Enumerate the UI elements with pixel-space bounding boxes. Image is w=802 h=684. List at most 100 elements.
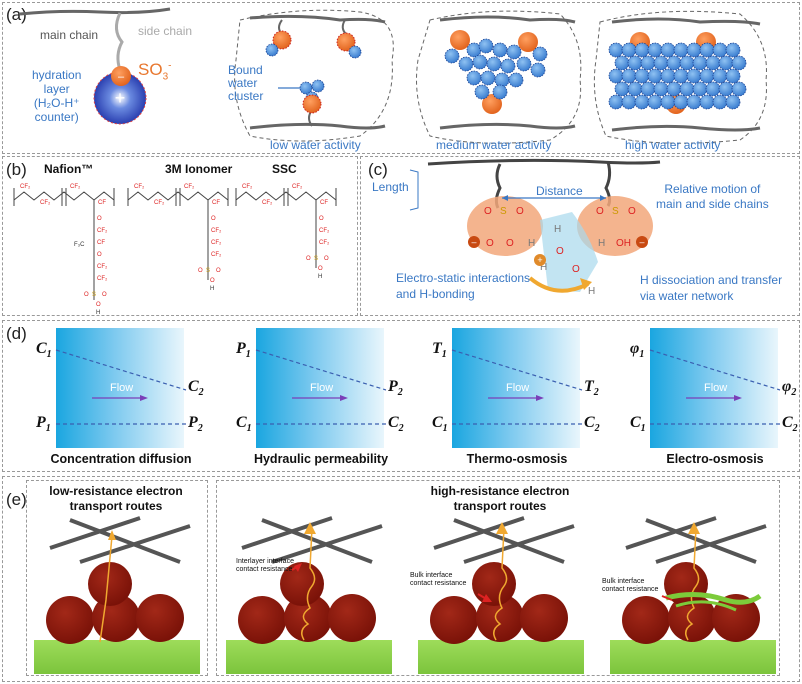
top-right-symbol: C2 — [188, 378, 204, 399]
svg-text:CF₂: CF₂ — [20, 184, 31, 190]
svg-text:H: H — [96, 310, 100, 316]
svg-text:O: O — [216, 268, 221, 274]
svg-text:CF₂: CF₂ — [97, 264, 108, 270]
svg-text:–: – — [118, 71, 125, 83]
svg-text:S: S — [206, 268, 210, 274]
svg-text:O: O — [84, 292, 89, 298]
high-resistance-box — [216, 480, 780, 676]
svg-text:–: – — [639, 237, 644, 247]
svg-text:O: O — [97, 252, 102, 258]
top-right-symbol: P2 — [388, 378, 403, 399]
svg-text:CF₂: CF₂ — [70, 184, 81, 190]
svg-text:CF₂: CF₂ — [211, 252, 222, 258]
svg-text:CF: CF — [212, 200, 220, 206]
svg-text:CF₂: CF₂ — [319, 240, 330, 246]
panel-d — [2, 320, 800, 472]
main-chain-label: main chain — [40, 28, 99, 42]
distance-label: Distance — [536, 184, 583, 198]
panel-b — [2, 156, 358, 316]
flow-label: Flow — [506, 382, 530, 394]
top-left-symbol: C1 — [36, 340, 52, 361]
svg-text:CF₂: CF₂ — [262, 200, 273, 206]
mechanism-caption: Hydraulic permeability — [253, 452, 389, 466]
bottom-right-symbol: P2 — [188, 414, 203, 435]
mechanism-caption: Electro-osmosis — [666, 452, 764, 466]
high-water-activity-label: high water activity — [625, 138, 721, 152]
svg-text:O: O — [210, 278, 215, 284]
svg-text:O: O — [516, 206, 524, 217]
gradient-box — [56, 328, 184, 448]
panel-e — [2, 476, 800, 682]
flow-label: Flow — [310, 382, 334, 394]
svg-text:O: O — [306, 256, 311, 262]
svg-text:CF₂: CF₂ — [184, 184, 195, 190]
bottom-left-symbol: C1 — [432, 414, 448, 435]
top-right-symbol: T2 — [584, 378, 599, 399]
panel-c — [360, 156, 800, 316]
svg-text:O: O — [324, 256, 329, 262]
top-left-symbol: T1 — [432, 340, 447, 361]
svg-text:O: O — [211, 216, 216, 222]
svg-text:CF₂: CF₂ — [97, 276, 108, 282]
svg-text:O: O — [596, 206, 604, 217]
svg-text:H: H — [528, 238, 535, 249]
svg-text:H: H — [318, 274, 322, 280]
bottom-right-symbol: C2 — [782, 414, 798, 435]
nafion-label: Nafion™ — [44, 162, 94, 176]
svg-text:H: H — [554, 224, 561, 235]
svg-text:O: O — [198, 268, 203, 274]
svg-text:CF: CF — [98, 200, 106, 206]
svg-text:S: S — [314, 256, 318, 262]
svg-text:O: O — [97, 216, 102, 222]
side-chain-label: side chain — [138, 24, 193, 38]
panel-c-label: (c) — [368, 160, 388, 179]
svg-text:O: O — [319, 216, 324, 222]
svg-text:CF₂: CF₂ — [40, 200, 51, 206]
mechanism-caption: Concentration diffusion — [50, 452, 192, 466]
flow-label: Flow — [704, 382, 728, 394]
top-left-symbol: P1 — [236, 340, 251, 361]
svg-text:O: O — [506, 238, 514, 249]
bottom-right-symbol: C2 — [584, 414, 600, 435]
svg-text:CF₂: CF₂ — [154, 200, 165, 206]
svg-text:S: S — [92, 292, 96, 298]
svg-text:+: + — [115, 88, 126, 108]
svg-text:O: O — [628, 206, 636, 217]
medium-water-activity-label: medium water activity — [436, 138, 552, 152]
so3-label: SO3- — [138, 60, 172, 83]
svg-text:CF₂: CF₂ — [292, 184, 303, 190]
gradient-box — [256, 328, 384, 448]
svg-text:H: H — [540, 262, 547, 273]
svg-text:S: S — [612, 206, 619, 217]
gradient-box — [452, 328, 580, 448]
svg-text:O: O — [102, 292, 107, 298]
length-label: Length — [372, 180, 409, 194]
svg-text:–: – — [471, 237, 476, 247]
svg-text:O: O — [96, 302, 101, 308]
substrate — [34, 640, 200, 674]
svg-text:CF₂: CF₂ — [97, 228, 108, 234]
svg-text:CF: CF — [97, 240, 105, 246]
svg-text:O: O — [318, 266, 323, 272]
mechanism-caption: Thermo-osmosis — [466, 452, 568, 466]
panel-d-label: (d) — [6, 324, 27, 343]
svg-text:O: O — [486, 238, 494, 249]
svg-text:F₃C: F₃C — [74, 242, 85, 248]
bottom-left-symbol: C1 — [236, 414, 252, 435]
svg-text:H: H — [588, 286, 595, 297]
svg-text:CF₂: CF₂ — [211, 240, 222, 246]
substrate — [418, 640, 584, 674]
svg-text:CF₂: CF₂ — [242, 184, 253, 190]
svg-text:H: H — [598, 238, 605, 249]
